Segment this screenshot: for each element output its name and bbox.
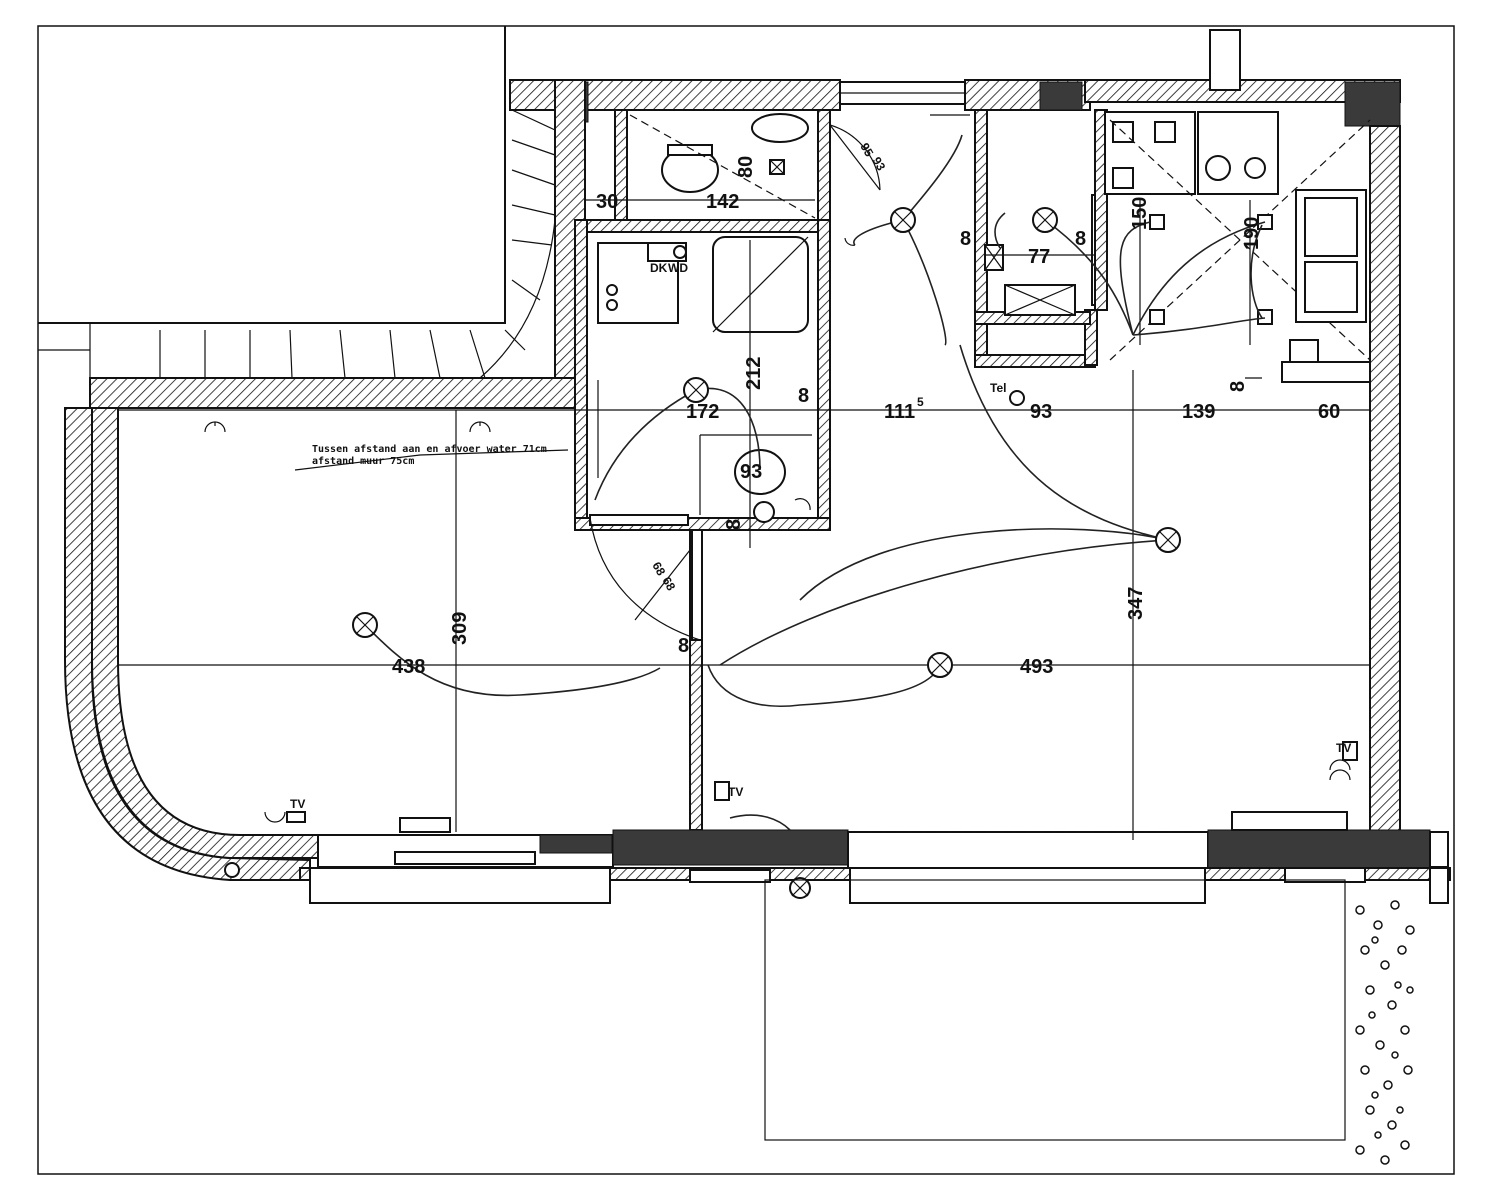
- wall-living-top: [89, 377, 576, 409]
- wall-right: [1369, 125, 1401, 832]
- dim-93-top: 93: [869, 155, 888, 174]
- label-tv-left: TV: [290, 797, 305, 811]
- kitchen-cabinet: [1197, 111, 1279, 195]
- drawing-frame: [37, 25, 1455, 1175]
- dim-8-partition: 8: [678, 635, 689, 657]
- dim-77: 77: [1028, 246, 1050, 268]
- note-line-1: Tussen afstand aan en afvoer water 71cm: [312, 444, 547, 455]
- dim-8-bath-bottom: 8: [723, 519, 745, 530]
- kitchen: [1094, 109, 1373, 383]
- dim-68-b: 68: [659, 575, 678, 594]
- ceiling-light: [890, 207, 916, 233]
- label-dk: DK: [650, 261, 668, 275]
- dim-30: 30: [596, 191, 618, 213]
- dimension-labels: 30 142 80 95 93 212 172 8 111 5 93 139 6…: [392, 141, 1340, 679]
- column-top-2: [1039, 81, 1083, 111]
- label-tv-right: TV: [1336, 741, 1351, 755]
- dim-172: 172: [686, 401, 719, 423]
- dim-212: 212: [743, 357, 765, 390]
- label-wd: WD: [668, 261, 688, 275]
- column-bottom-2: [1207, 829, 1431, 869]
- dim-93-mid: 93: [1030, 401, 1052, 423]
- ceiling-light: [1032, 207, 1058, 233]
- utility-room: [974, 109, 1107, 368]
- dim-438: 438: [392, 656, 425, 678]
- dim-60: 60: [1318, 401, 1340, 423]
- chimney-top: [1209, 29, 1241, 91]
- facade-bottom: [299, 811, 1451, 904]
- bath-sink: [734, 449, 786, 495]
- dim-80: 80: [735, 156, 757, 178]
- hand-basin: [751, 113, 809, 143]
- dim-309: 309: [449, 612, 471, 645]
- ceiling-light: [683, 377, 709, 403]
- dim-493: 493: [1020, 656, 1053, 678]
- dim-139: 139: [1182, 401, 1215, 423]
- dim-190: 190: [1241, 217, 1263, 250]
- dim-111-sup: 5: [917, 395, 924, 409]
- dim-8-util-right: 8: [1075, 228, 1086, 250]
- dim-95: 95: [857, 141, 876, 160]
- dim-8-util-left: 8: [960, 228, 971, 250]
- bathroom: DK WD: [574, 219, 831, 531]
- balcony-outline: [764, 879, 1346, 1141]
- dim-93-bath: 93: [740, 461, 762, 483]
- dimension-lines: [118, 199, 1370, 840]
- staircase: [38, 26, 558, 379]
- dim-8-kitchen: 8: [1227, 381, 1249, 392]
- label-tel: Tel: [990, 381, 1006, 395]
- dim-68-a: 68: [649, 560, 668, 579]
- toilet-room: [584, 109, 881, 233]
- radiator-1: [399, 817, 451, 833]
- planter: [1355, 900, 1415, 1165]
- dim-347: 347: [1125, 587, 1147, 620]
- dim-8-bath: 8: [798, 385, 809, 407]
- wall-outlet: [204, 237, 1351, 823]
- radiator-2: [1231, 811, 1348, 831]
- ceiling-light: [927, 652, 953, 678]
- dim-111: 111: [884, 401, 915, 423]
- dim-142: 142: [706, 191, 739, 213]
- dim-150: 150: [1129, 197, 1151, 230]
- installation-note: Tussen afstand aan en afvoer water 71cm …: [294, 444, 569, 471]
- column-bottom-1: [612, 829, 849, 866]
- electrical-wiring: [364, 114, 1266, 831]
- label-tv-partition: TV: [728, 785, 743, 799]
- ceiling-light: [1155, 527, 1181, 553]
- ceiling-light: [352, 612, 378, 638]
- column-top-3: [1344, 81, 1401, 127]
